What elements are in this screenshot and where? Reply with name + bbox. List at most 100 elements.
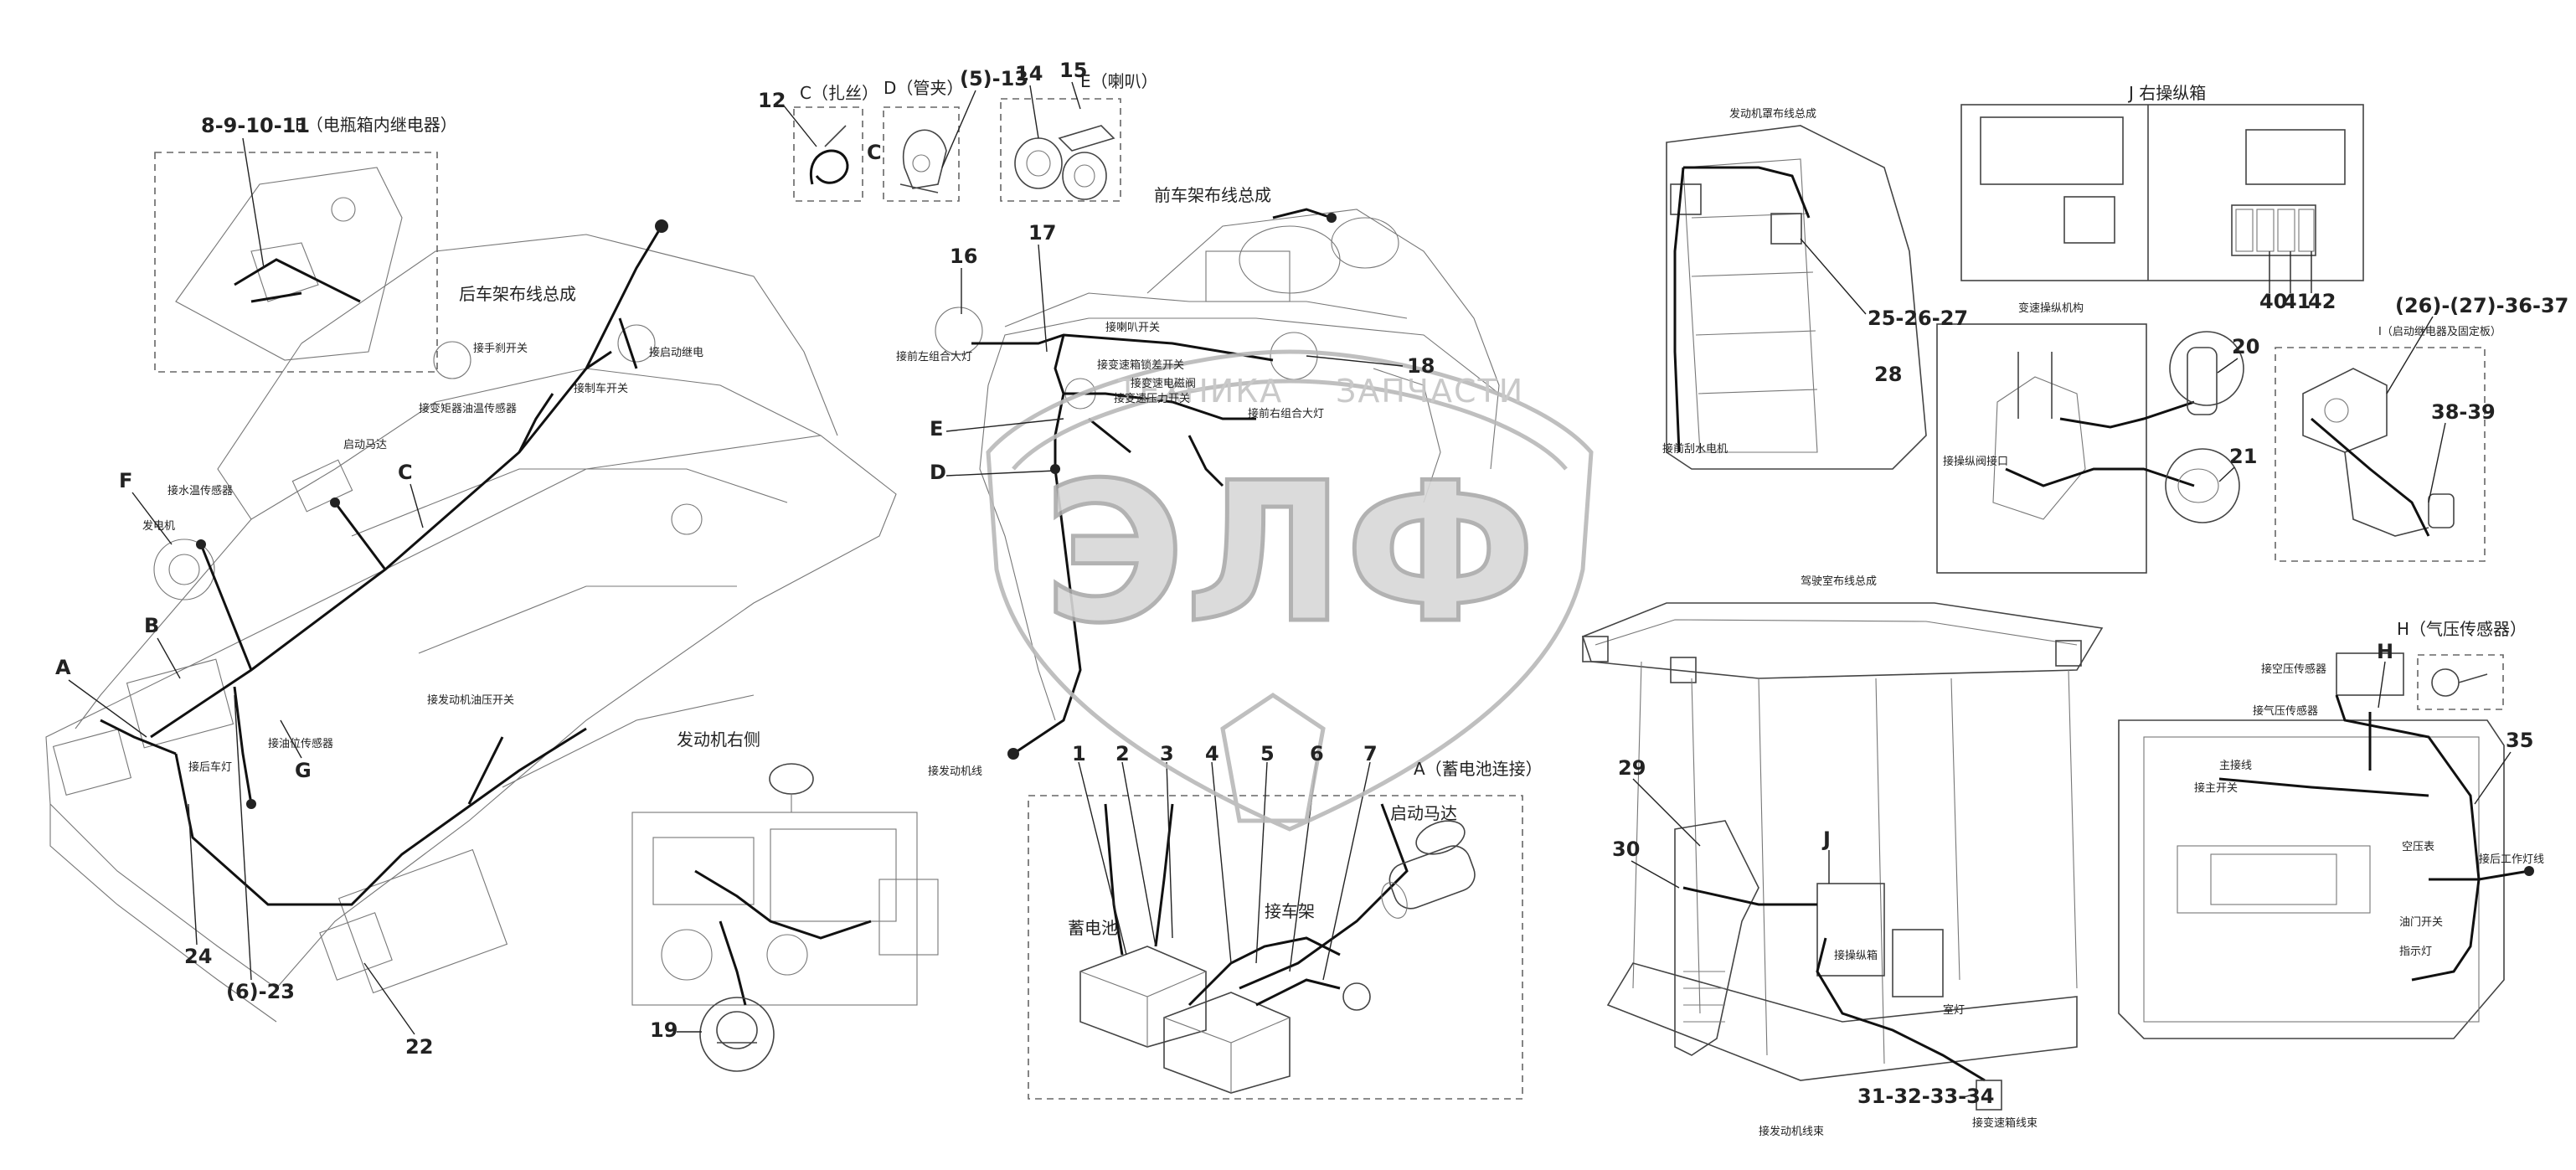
label-water-temp: 接水温传感器 (167, 484, 233, 497)
label-cab-panel5: 接后工作灯线 (2479, 853, 2544, 866)
front-frame-assembly (935, 208, 1500, 760)
view-a-battery-connection (1028, 761, 1523, 1100)
title-view-h: H（气压传感器） (2397, 619, 2527, 639)
callout-a: A (55, 656, 71, 679)
inset-c-cable-tie (793, 106, 863, 202)
label-cab-panel2: 空压表 (2402, 841, 2434, 853)
callout-42: 42 (2308, 290, 2336, 313)
label-ground: 接车架 (1265, 901, 1315, 921)
title-shift-mech: 变速操纵机构 (2018, 302, 2084, 315)
callout-6-23: (6)-23 (226, 980, 295, 1003)
title-rear-frame: 后车架布线总成 (459, 284, 576, 304)
inset-e-horns (1000, 98, 1121, 202)
callout-21: 21 (2229, 445, 2257, 468)
label-front-wiper: 接前刮水电机 (1662, 442, 1728, 456)
label-cab-bottom2: 接变速箱线束 (1972, 1116, 2038, 1130)
callout-g: G (295, 759, 312, 782)
callout-40: 40 (2259, 290, 2287, 313)
callout-3: 3 (1160, 742, 1174, 765)
label-hand-brake: 接手刹开关 (473, 342, 528, 355)
section-titles: 后车架布线总成 前车架布线总成 发动机右侧 发动机罩布线总成 J 右操纵箱 变速… (295, 71, 2527, 779)
callout-26-37: (26)-(27)-36-37 (2395, 294, 2568, 317)
callout-20: 20 (2232, 335, 2259, 358)
label-trans-oil-sensor: 接变矩器油温传感器 (419, 402, 517, 415)
callout-2: 2 (1115, 742, 1130, 765)
label-cab-fuse: 接空压传感器 (2261, 662, 2326, 676)
callout-1: 1 (1072, 742, 1086, 765)
callout-c-frame: C (398, 461, 413, 484)
title-hood: 发动机罩布线总成 (1729, 107, 1816, 121)
label-horn-button: 接喇叭开关 (1105, 321, 1160, 334)
label-battery: 蓄电池 (1068, 918, 1118, 938)
label-cab-light: 室灯 (1943, 1003, 1965, 1017)
callout-4: 4 (1205, 742, 1219, 765)
callout-5: 5 (1260, 742, 1275, 765)
callout-e-front: E (930, 417, 943, 441)
label-cab-panel3: 油门开关 (2399, 916, 2443, 929)
watermark-top-left: ТЕХНИКА (1117, 373, 1283, 410)
callout-5-13: (5)-13 (960, 67, 1028, 90)
watermark-top-right: ЗАПЧАСТИ (1336, 373, 1524, 410)
title-front-frame: 前车架布线总成 (1154, 185, 1271, 205)
callout-15: 15 (1059, 59, 1087, 82)
callout-25-27: 25-26-27 (1868, 307, 1968, 330)
engine-right-side (631, 763, 939, 1072)
callout-f: F (119, 469, 132, 492)
view-i-start-relay (2275, 347, 2486, 562)
title-view-a: A（蓄电池连接） (1414, 759, 1543, 779)
label-cab-bottom: 接发动机线束 (1759, 1125, 1824, 1138)
cab-wiring-assembly (1582, 602, 2104, 1111)
label-brake-switch: 接制车开关 (574, 382, 628, 395)
inset-b-relay-box (154, 152, 438, 373)
title-engine-right: 发动机右侧 (677, 729, 760, 750)
title-view-e: E（喇叭） (1080, 71, 1158, 91)
callout-18: 18 (1407, 354, 1435, 378)
callout-35: 35 (2506, 729, 2533, 752)
callout-d-front: D (930, 461, 946, 484)
cab-floor-panel (2118, 652, 2534, 1039)
callout-c-rear: C (867, 141, 882, 164)
callout-24: 24 (184, 945, 212, 968)
callout-7: 7 (1363, 742, 1378, 765)
label-engine-plug: 接发动机线 (928, 765, 982, 778)
callout-41: 41 (2283, 290, 2311, 313)
title-view-d: D（管夹） (884, 78, 963, 98)
label-cab-panel4: 指示灯 (2399, 946, 2432, 958)
callout-b: B (144, 614, 159, 637)
view-h-pressure-sensor (2417, 654, 2504, 710)
callout-19: 19 (650, 1018, 677, 1042)
label-shift-plug: 接操纵阀接口 (1943, 455, 2008, 468)
label-cab-switch: 接主开关 (2194, 781, 2238, 795)
label-fuel-sensor: 接油位传感器 (268, 737, 333, 750)
label-cab-plug: 接操纵箱 (1834, 949, 1878, 962)
callout-h: H (2377, 640, 2393, 663)
callout-31-34: 31-32-33-34 (1857, 1085, 1994, 1108)
watermark-big-text: ЭЛФ (1043, 442, 1536, 666)
callout-8-11: 8-9-10-11 (201, 114, 310, 137)
inset-d-pipe-clamp (883, 106, 960, 202)
callout-22: 22 (405, 1035, 433, 1059)
callout-6: 6 (1310, 742, 1324, 765)
callout-17: 17 (1028, 221, 1056, 245)
shift-mechanism (1936, 323, 2244, 574)
label-right-light: 接前右组合大灯 (1248, 407, 1324, 420)
label-starter-motor: 启动马达 (343, 439, 387, 451)
label-cab-panel1: 主接线 (2219, 759, 2252, 772)
label-trans-solenoid: 接变速电磁阀 (1131, 377, 1196, 390)
callout-38-39: 38-39 (2431, 400, 2496, 424)
callout-16: 16 (950, 245, 977, 268)
callouts: 8-9-10-11 12 C (5)-13 14 15 16 17 18 E D… (55, 59, 2568, 1108)
callout-29: 29 (1618, 756, 1646, 780)
callout-30: 30 (1612, 838, 1640, 861)
watermark-logo: ТЕХНИКА ЗАПЧАСТИ ЭЛФ (986, 349, 1594, 832)
label-generator: 发电机 (142, 519, 175, 533)
callout-12: 12 (758, 89, 786, 112)
label-start-relay: 接启动继电 (649, 346, 703, 359)
connector-labels: 接手刹开关 接启动继电 接制车开关 接变矩器油温传感器 启动马达 接水温传感器 … (142, 321, 2544, 1138)
callout-14: 14 (1015, 62, 1043, 85)
title-cab: 驾驶室布线总成 (1801, 575, 1877, 588)
title-right-console: J 右操纵箱 (2127, 83, 2206, 103)
callout-j: J (1821, 827, 1831, 851)
title-view-b: B（电瓶箱内继电器） (295, 115, 457, 135)
